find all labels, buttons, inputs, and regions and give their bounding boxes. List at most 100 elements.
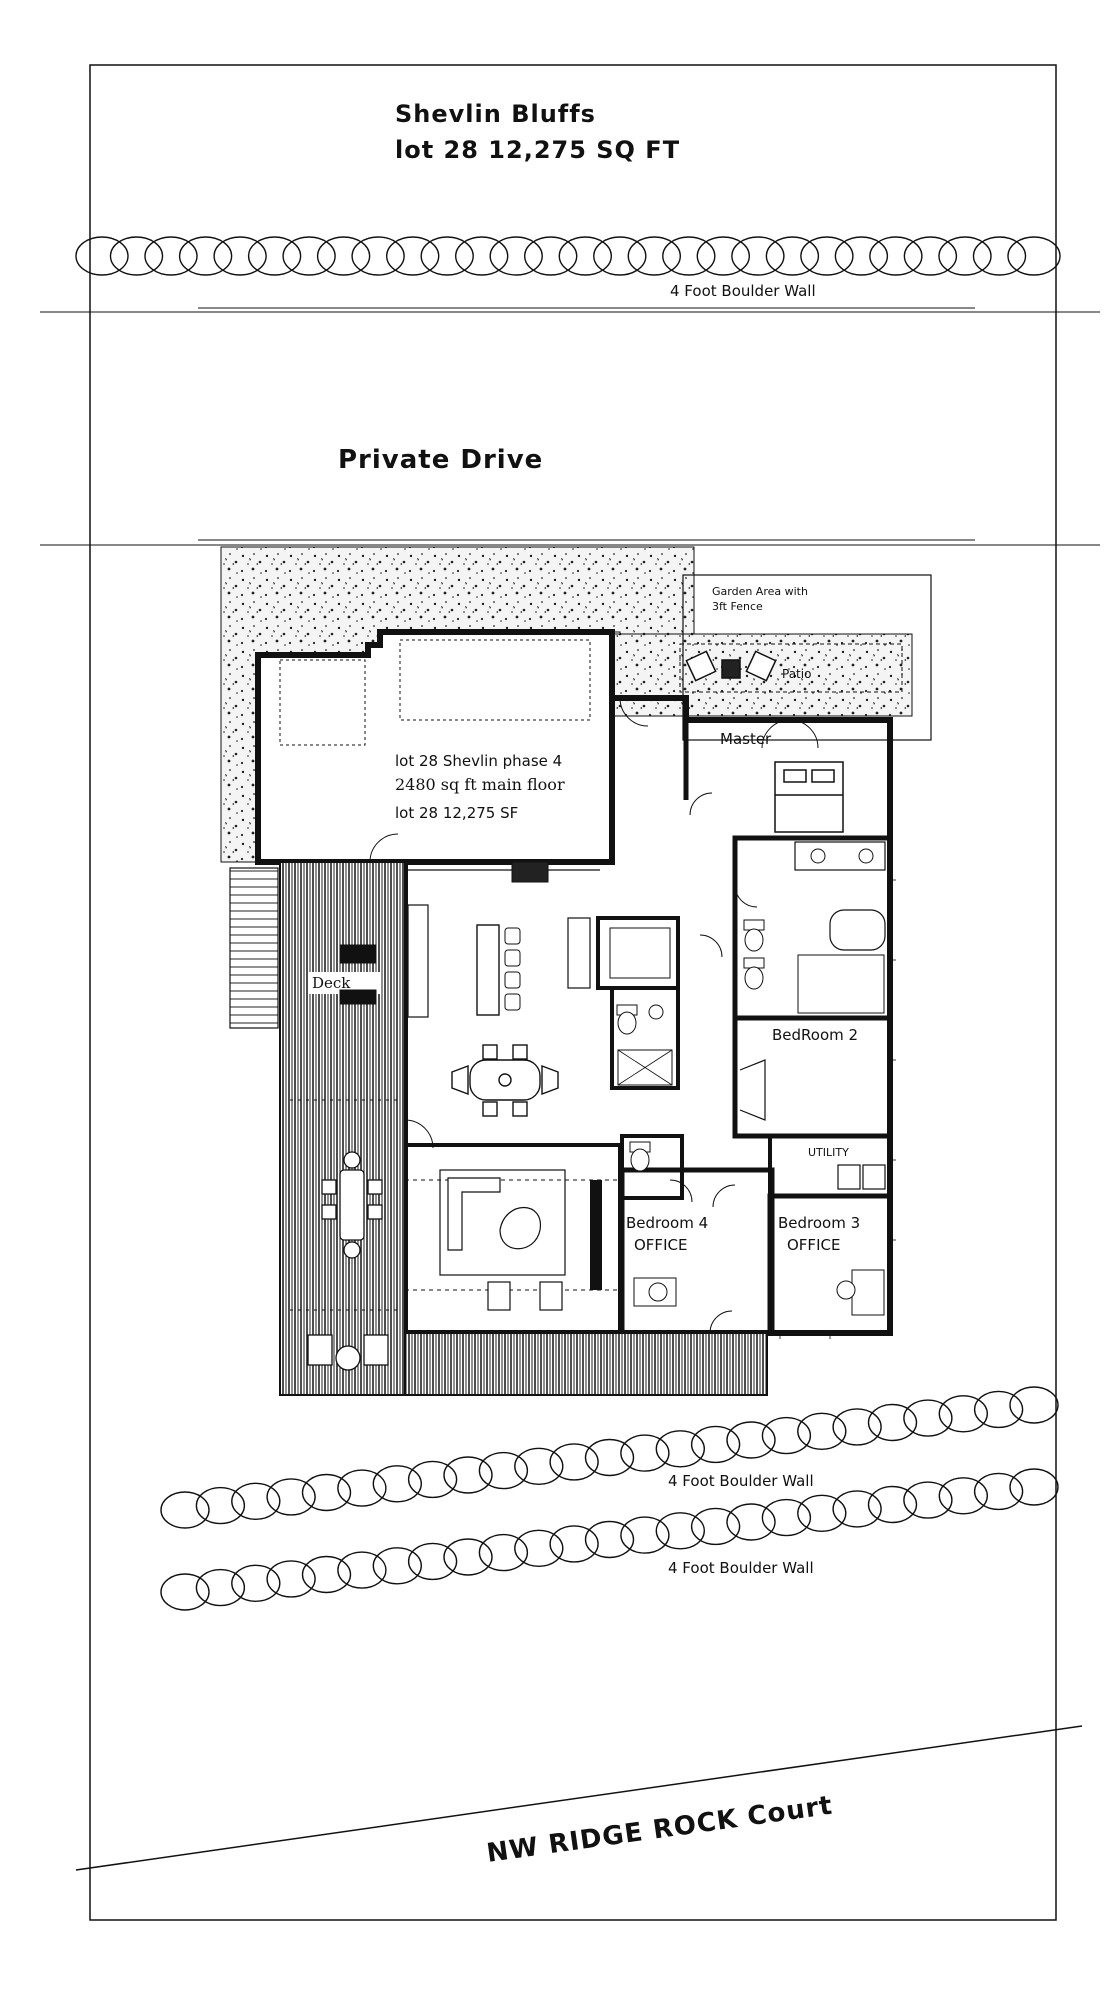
boulder	[455, 236, 509, 276]
boulder	[443, 1456, 493, 1494]
boulder	[662, 236, 716, 276]
boulder	[109, 236, 164, 276]
boulder-wall-top	[75, 236, 1061, 276]
boulder	[247, 236, 302, 276]
boulder-wall-middle-label: 4 Foot Boulder Wall	[668, 1472, 814, 1490]
boulder	[731, 236, 785, 276]
patio	[679, 643, 903, 693]
bath-vanity	[794, 841, 886, 871]
door-swings	[369, 697, 758, 1334]
boulder	[160, 1491, 210, 1529]
boulder	[316, 236, 371, 276]
title-line1: Shevlin Bluffs	[395, 100, 596, 128]
boulder	[195, 1486, 246, 1525]
boulder	[797, 1494, 847, 1533]
boulder	[558, 236, 612, 276]
boulder	[372, 1547, 422, 1585]
boulder	[489, 236, 543, 276]
boulder	[834, 236, 889, 276]
dimension-marks	[779, 879, 896, 1339]
boulder	[620, 1434, 670, 1472]
master-door-arc	[761, 719, 791, 749]
boulder	[973, 1472, 1024, 1511]
utility	[768, 1134, 892, 1198]
boulder	[266, 1560, 316, 1598]
boulder	[514, 1529, 564, 1568]
boulder	[514, 1447, 564, 1486]
garage-walls	[255, 629, 615, 865]
armchair-1	[487, 1281, 511, 1311]
boulder-wall-middle	[160, 1386, 1059, 1529]
boulder	[620, 1516, 670, 1554]
bedroom4-label-line1: Bedroom 4	[626, 1214, 708, 1232]
garage-door-right	[399, 639, 591, 721]
boulder	[903, 1399, 953, 1437]
garage-door-left	[279, 659, 366, 746]
boulder	[903, 236, 958, 276]
boulder	[386, 236, 440, 276]
pantry-inner	[609, 927, 671, 979]
boulder	[549, 1525, 599, 1563]
boulder	[144, 236, 198, 276]
bedroom4-label-line2: OFFICE	[634, 1236, 687, 1254]
powder-shower	[617, 1049, 673, 1086]
boulder	[301, 1473, 352, 1512]
fireplace-wall	[590, 1180, 602, 1290]
toilet-hall	[743, 957, 765, 990]
fridge	[567, 917, 591, 989]
boulder	[867, 1485, 918, 1524]
deck-lounge	[307, 1334, 389, 1371]
boulder	[869, 236, 923, 276]
boulder	[726, 1421, 776, 1459]
shower	[797, 954, 885, 1014]
sink-1	[810, 848, 826, 864]
boulder	[938, 1477, 988, 1515]
boulder	[765, 236, 820, 276]
toilet-master	[743, 919, 765, 952]
master-label: Master	[720, 730, 772, 748]
master-door-arc-2	[789, 719, 819, 749]
sectional-sofa	[447, 1177, 501, 1251]
boulder	[549, 1443, 599, 1481]
master-bed	[774, 761, 844, 833]
bar-stools	[504, 927, 521, 1011]
boulder	[337, 1551, 387, 1589]
deck-stairs	[229, 867, 279, 1029]
boulder	[1009, 1468, 1059, 1506]
boulder	[832, 1490, 882, 1528]
boulder	[478, 1533, 529, 1572]
garden-label-line1: Garden Area with	[712, 585, 808, 598]
boulder	[1009, 1386, 1059, 1424]
boulder	[696, 236, 750, 276]
powder-sink	[648, 1004, 664, 1020]
deck-chairs	[339, 944, 377, 1005]
toilet-hall-2	[629, 1141, 651, 1172]
deck-label-bg	[308, 972, 380, 994]
deck	[279, 861, 406, 1396]
boulder	[443, 1538, 493, 1576]
boulder	[797, 1412, 847, 1451]
deck-lower	[404, 1332, 768, 1396]
property-boundary	[89, 64, 1057, 1921]
boulder	[372, 1465, 422, 1503]
boulder	[761, 1416, 812, 1455]
boulder	[584, 1520, 635, 1559]
title-line2: lot 28 12,275 SQ FT	[395, 136, 680, 164]
boulder	[938, 1395, 988, 1433]
boulder	[178, 236, 233, 276]
boulder	[655, 1512, 705, 1550]
boulder	[407, 1460, 458, 1499]
boulder	[973, 1390, 1024, 1429]
boulder	[1007, 236, 1061, 276]
garden-area	[682, 574, 932, 741]
bathtub	[829, 909, 886, 951]
street-label: NW RIDGE ROCK Court	[485, 1791, 835, 1869]
utility-label: UTILITY	[808, 1146, 849, 1159]
boulder	[627, 236, 681, 276]
private-drive-label: Private Drive	[338, 445, 543, 475]
armchair-2	[539, 1281, 563, 1311]
boulder	[832, 1408, 882, 1446]
boulder	[195, 1568, 246, 1607]
boulder	[690, 1507, 741, 1546]
boulder	[972, 236, 1027, 276]
